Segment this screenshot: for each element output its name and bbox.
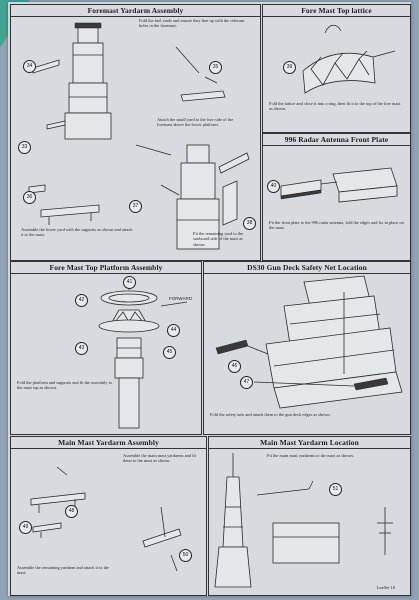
callout-44: 44 — [167, 324, 180, 337]
callout-36: 36 — [23, 191, 36, 204]
panel-title: 996 Radar Antenna Front Plate — [284, 135, 389, 144]
panel-foremast-yardarm: Foremast Yardarm Assembly — [10, 4, 261, 261]
main-mast-location-note: Fit the main mast yardarms to the mast a… — [267, 453, 354, 458]
callout-33: 33 — [18, 141, 31, 154]
note-c: Assemble the lower yard with the support… — [21, 227, 133, 238]
main-mast-location-drawing — [214, 453, 393, 588]
callout-48: 48 — [65, 505, 78, 518]
main-yardarm-note-b: Assemble the remaining yardarm and attac… — [17, 565, 109, 576]
callout-41: 41 — [123, 276, 136, 289]
lattice-note: Fold the lattice and close it into a rin… — [269, 101, 401, 112]
instruction-sheet: Foremast Yardarm Assembly — [8, 2, 411, 596]
callout-39: 39 — [283, 61, 296, 74]
divider — [11, 16, 260, 17]
callout-40: 40 — [267, 180, 280, 193]
callout-47: 47 — [240, 376, 253, 389]
lattice-drawing — [302, 24, 396, 94]
callout-51: 51 — [329, 483, 342, 496]
platform-note: Fold the platform and supports and fit t… — [17, 380, 112, 391]
panel-title: Fore Mast Top Platform Assembly — [49, 263, 163, 272]
forward-label: FORWARD — [169, 296, 192, 301]
main-yardarm-note-a: Assemble the main mast yardarms and fit … — [123, 453, 196, 464]
gun-deck-drawing — [215, 275, 403, 409]
callout-46: 46 — [228, 360, 241, 373]
main-yardarm-drawing — [30, 466, 182, 572]
note-d: Fit the remaining yard to the starboard … — [193, 231, 244, 247]
callout-37: 37 — [129, 200, 142, 213]
callout-35: 35 — [209, 61, 222, 74]
page-number: Leaflet 10 — [376, 585, 395, 590]
divider — [263, 145, 410, 146]
panel-title: Main Mast Yardarm Assembly — [58, 438, 159, 447]
radar-note: Fit the front plate to the 996 radar ant… — [269, 220, 404, 231]
panel-fore-mast-platform: Fore Mast Top Platform Assembly FORWARD … — [10, 261, 202, 435]
divider — [11, 448, 206, 449]
panel-fore-mast-lattice: Fore Mast Top lattice 39 Fold the lattic… — [262, 4, 411, 133]
radar-plate-drawing — [280, 167, 398, 203]
callout-43: 43 — [75, 342, 88, 355]
divider — [11, 273, 201, 274]
note-a: Fold the fuel yards and ensure they line… — [139, 18, 245, 29]
panel-title: Foremast Yardarm Assembly — [87, 6, 184, 15]
platform-drawing — [98, 282, 188, 429]
panel-title: Fore Mast Top lattice — [301, 6, 372, 15]
callout-42: 42 — [75, 294, 88, 307]
panel-gun-deck-net: DS30 Gun Deck Safety Net Location 46 47 … — [203, 261, 411, 435]
note-b: Attach the small yard to the fore side o… — [157, 117, 234, 128]
foremast-yardarm-drawing — [28, 22, 250, 250]
callout-34: 34 — [23, 60, 36, 73]
panel-main-mast-location: Main Mast Yardarm Location 51 Fit the ma… — [208, 436, 411, 596]
panel-main-mast-yardarm: Main Mast Yardarm Assembly 48 49 50 Asse… — [10, 436, 207, 596]
divider — [209, 448, 410, 449]
callout-45: 45 — [163, 346, 176, 359]
callout-49: 49 — [19, 521, 32, 534]
panel-title: DS30 Gun Deck Safety Net Location — [247, 263, 367, 272]
gun-deck-note: Fold the safety nets and attach them to … — [210, 412, 331, 417]
panel-radar-front-plate: 996 Radar Antenna Front Plate 40 Fit the… — [262, 133, 411, 261]
callout-50: 50 — [179, 549, 192, 562]
divider — [263, 16, 410, 17]
panel-title: Main Mast Yardarm Location — [260, 438, 359, 447]
callout-38: 38 — [243, 217, 256, 230]
divider — [204, 273, 410, 274]
